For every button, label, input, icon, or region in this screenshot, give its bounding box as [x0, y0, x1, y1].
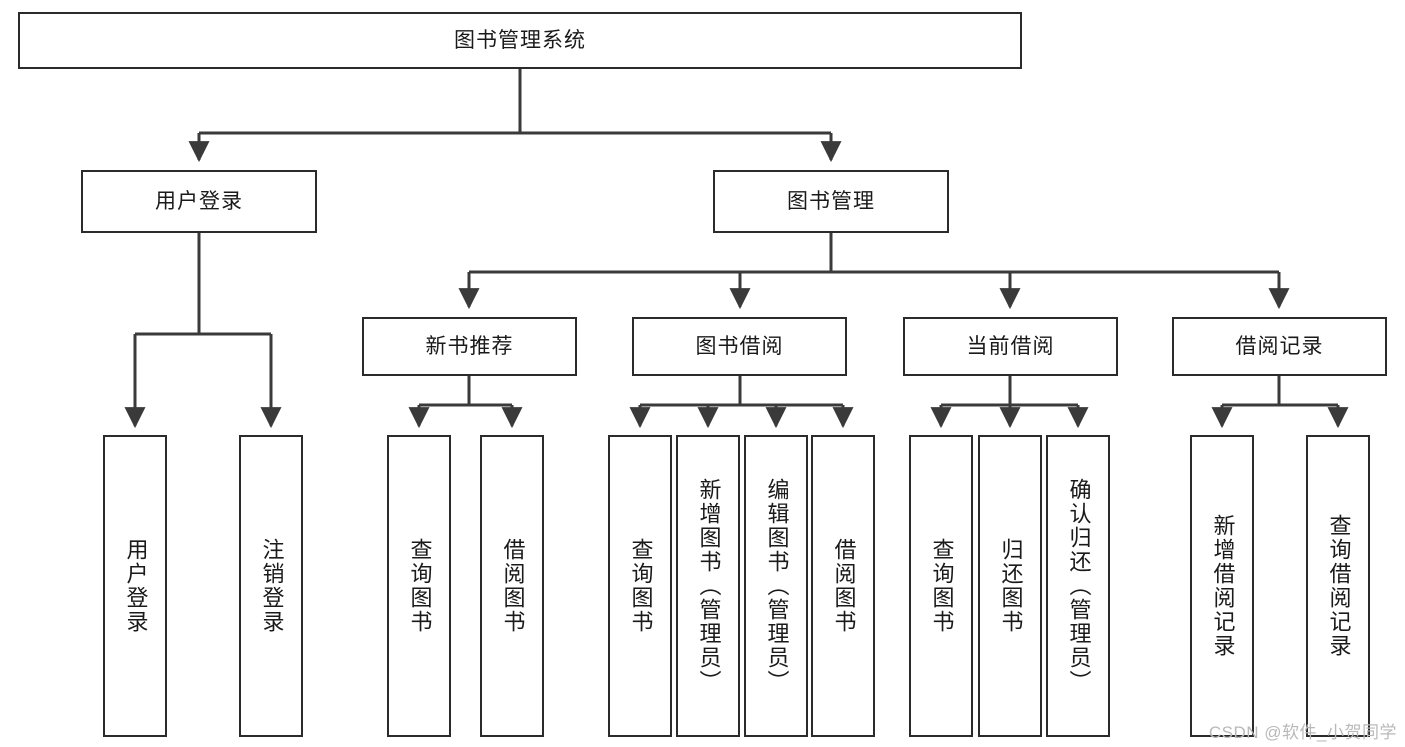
node-label: 查询图书 [407, 538, 433, 634]
leaf-user-login-logout[interactable]: 注销登录 [239, 435, 303, 737]
leaf-record-query[interactable]: 查询借阅记录 [1306, 435, 1370, 737]
node-label: 确认归还（管理员） [1066, 478, 1092, 694]
node-current-borrow[interactable]: 当前借阅 [903, 317, 1118, 376]
node-label: 用户登录 [123, 538, 149, 634]
node-label: 编辑图书（管理员） [764, 478, 790, 694]
node-label: 新增借阅记录 [1210, 514, 1236, 658]
leaf-borrow-borrow-book[interactable]: 借阅图书 [811, 435, 875, 737]
node-new-book-recommend[interactable]: 新书推荐 [362, 317, 577, 376]
node-user-login[interactable]: 用户登录 [81, 170, 317, 233]
node-label: 借阅图书 [831, 538, 857, 634]
node-label: 用户登录 [155, 189, 243, 213]
node-root-system[interactable]: 图书管理系统 [18, 12, 1022, 69]
leaf-current-query-book[interactable]: 查询图书 [909, 435, 973, 737]
node-label: 查询图书 [628, 538, 654, 634]
node-label: 查询图书 [929, 538, 955, 634]
node-label: 新增图书（管理员） [696, 478, 722, 694]
node-borrow-record[interactable]: 借阅记录 [1172, 317, 1387, 376]
leaf-current-return-book[interactable]: 归还图书 [978, 435, 1042, 737]
node-label: 图书管理 [787, 189, 875, 213]
leaf-borrow-edit-book-admin[interactable]: 编辑图书（管理员） [744, 435, 808, 737]
leaf-record-add[interactable]: 新增借阅记录 [1190, 435, 1254, 737]
node-label: 借阅记录 [1235, 334, 1324, 358]
node-label: 查询借阅记录 [1326, 514, 1352, 658]
node-label: 注销登录 [259, 538, 285, 634]
node-label: 借阅图书 [500, 538, 526, 634]
csdn-watermark: CSDN @软件_小贺同学 [1208, 723, 1397, 742]
node-label: 归还图书 [998, 538, 1024, 634]
leaf-borrow-query-book[interactable]: 查询图书 [608, 435, 672, 737]
leaf-new-book-query[interactable]: 查询图书 [387, 435, 451, 737]
node-label: 当前借阅 [966, 334, 1055, 358]
leaf-new-book-borrow[interactable]: 借阅图书 [480, 435, 544, 737]
leaf-borrow-add-book-admin[interactable]: 新增图书（管理员） [676, 435, 740, 737]
node-book-borrow[interactable]: 图书借阅 [632, 317, 847, 376]
node-label: 图书管理系统 [454, 28, 586, 52]
node-book-management[interactable]: 图书管理 [713, 170, 949, 233]
leaf-user-login-login[interactable]: 用户登录 [103, 435, 167, 737]
node-label: 图书借阅 [695, 334, 784, 358]
node-label: 新书推荐 [425, 334, 514, 358]
leaf-current-confirm-return-admin[interactable]: 确认归还（管理员） [1046, 435, 1110, 737]
